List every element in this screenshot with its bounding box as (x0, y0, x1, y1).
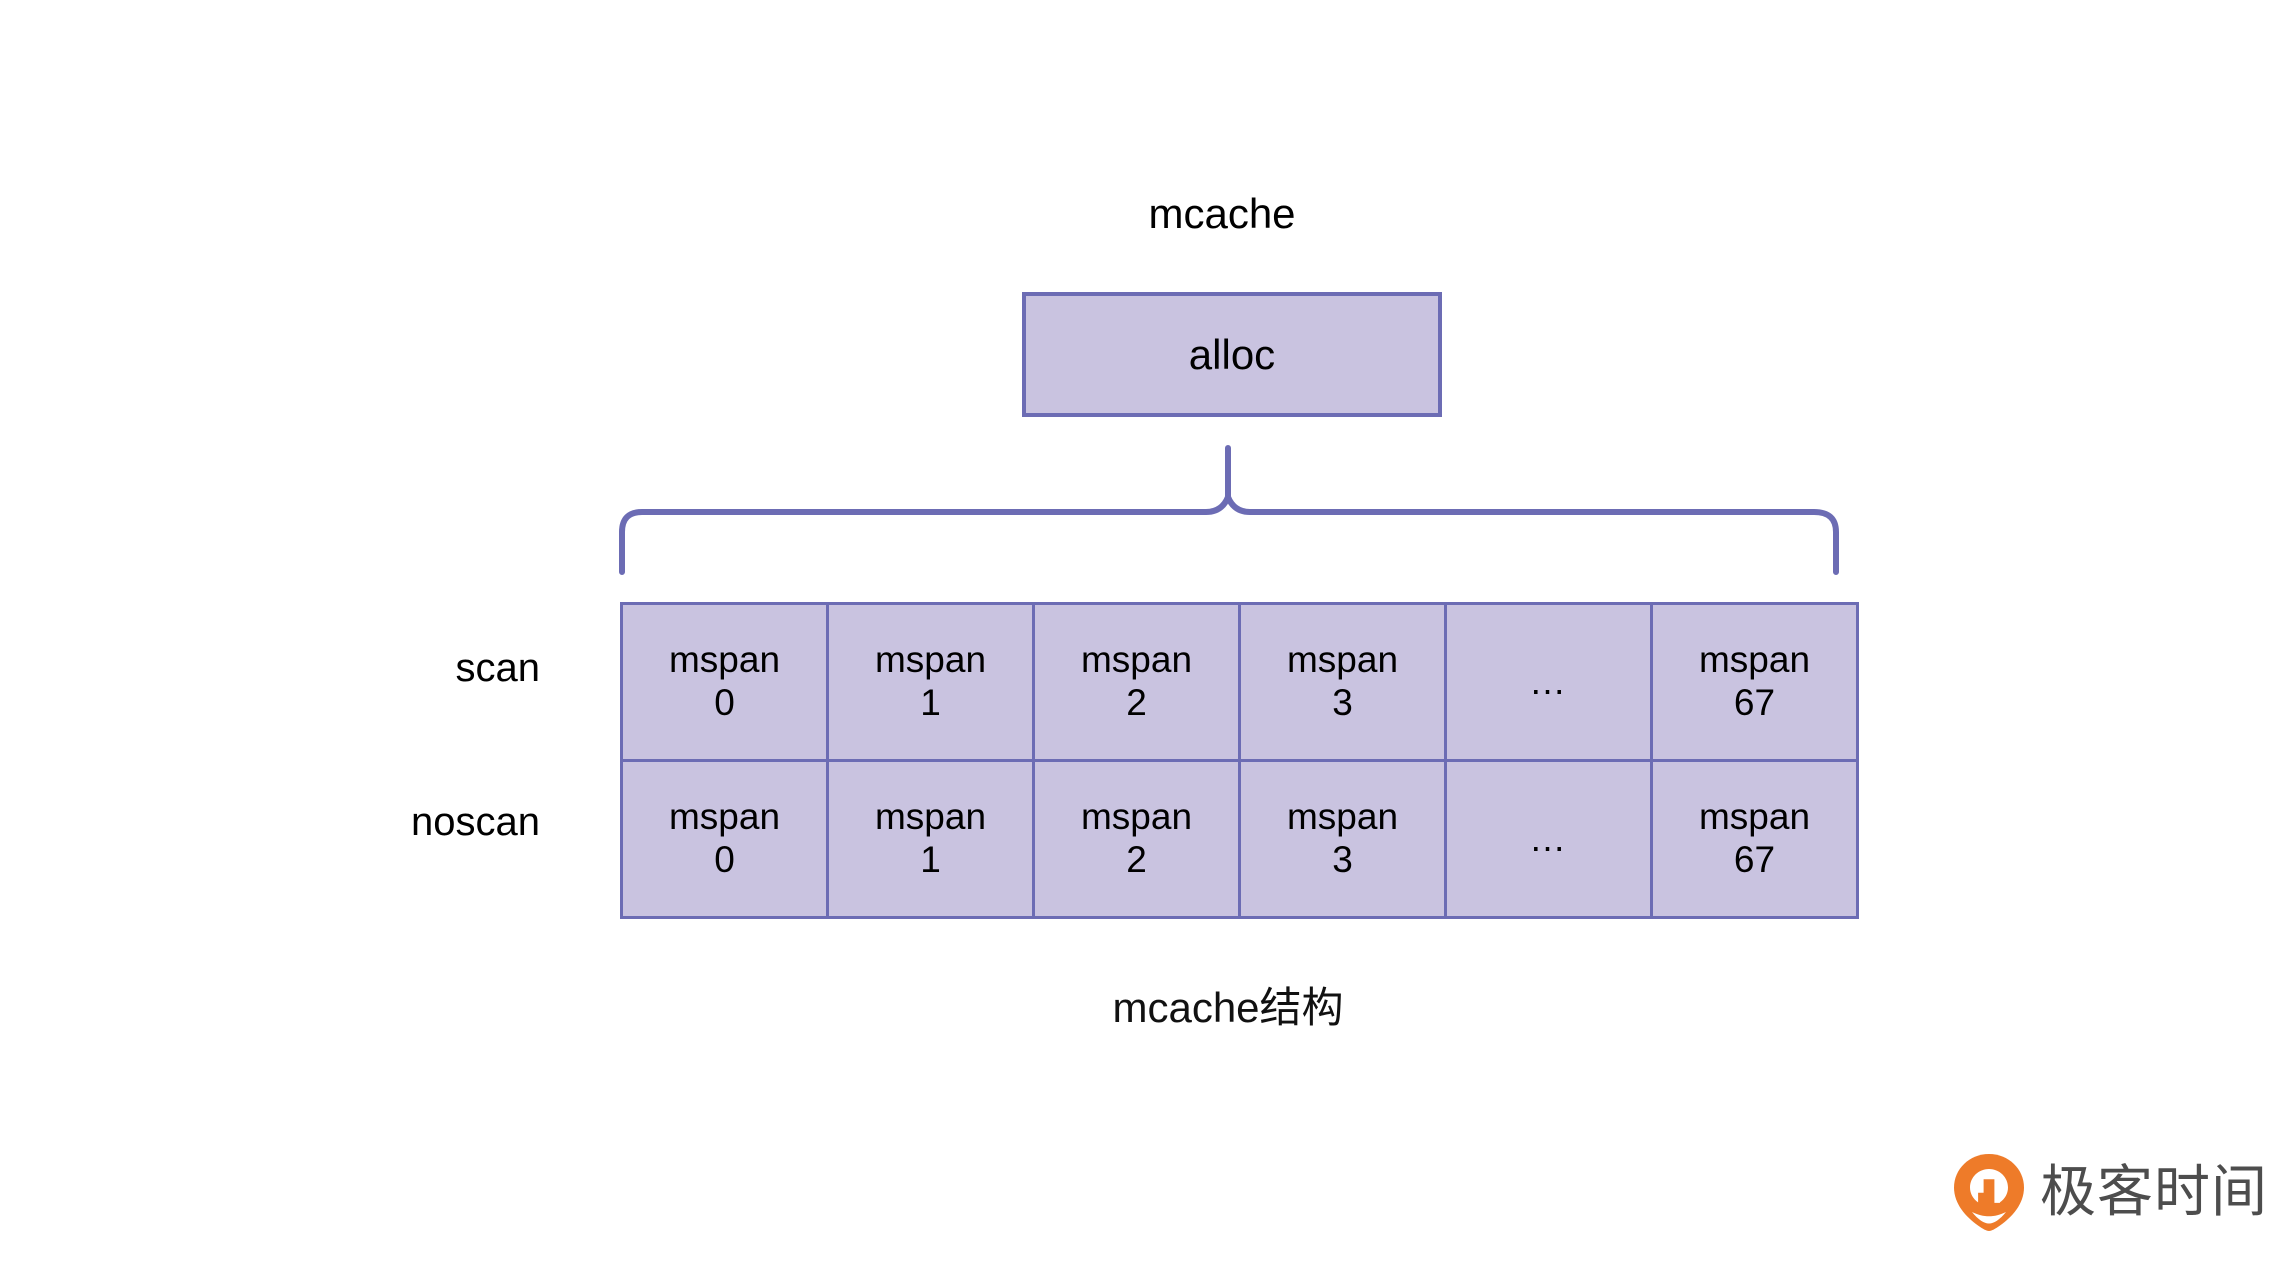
mspan-cell-name: mspan (874, 639, 987, 681)
mspan-cell: mspan 67 (1650, 602, 1859, 762)
mspan-cell-index: 3 (1332, 682, 1353, 723)
mspan-cell-index: 1 (920, 682, 941, 723)
mspan-cell-index: 67 (1733, 839, 1776, 880)
ellipsis-glyph: … (1529, 660, 1568, 702)
mspan-cell: mspan 3 (1238, 759, 1447, 919)
mspan-cell-name: mspan (1080, 639, 1193, 681)
mspan-cell: mspan 2 (1032, 602, 1241, 762)
mspan-cell: mspan 0 (620, 602, 829, 762)
mspan-cell: mspan 1 (826, 759, 1035, 919)
ellipsis-glyph: … (1529, 817, 1568, 859)
mspan-cell: mspan 2 (1032, 759, 1241, 919)
watermark-text: 极客时间 (2040, 1160, 2268, 1223)
row-label-noscan: noscan (411, 800, 540, 844)
mspan-cell-name: mspan (668, 639, 781, 681)
diagram-caption: mcache结构 (1112, 984, 1344, 1031)
mspan-cell-index: 0 (714, 839, 735, 880)
mspan-cell-name: mspan (1080, 796, 1193, 838)
mspan-cell-name: mspan (1698, 639, 1811, 681)
mspan-cell-ellipsis: … (1444, 602, 1653, 762)
mspan-cell-ellipsis: … (1444, 759, 1653, 919)
mspan-cell-name: mspan (1286, 796, 1399, 838)
mspan-cell-index: 67 (1733, 682, 1776, 723)
page-title: mcache (1148, 190, 1296, 237)
table-row-scan: mspan 0 mspan 1 mspan 2 mspan 3 … (620, 602, 1859, 762)
mspan-cell: mspan 67 (1650, 759, 1859, 919)
table-row-noscan: mspan 0 mspan 1 mspan 2 mspan 3 … (620, 759, 1859, 919)
mspan-cell-index: 2 (1126, 839, 1147, 880)
mspan-cell-index: 3 (1332, 839, 1353, 880)
mspan-cell: mspan 3 (1238, 602, 1447, 762)
mspan-cell-index: 0 (714, 682, 735, 723)
mspan-cell-index: 2 (1126, 682, 1147, 723)
mspan-cell: mspan 0 (620, 759, 829, 919)
mspan-cell-index: 1 (920, 839, 941, 880)
watermark: 极客时间 (1952, 1152, 2268, 1232)
mspan-cell: mspan 1 (826, 602, 1035, 762)
mspan-cell-name: mspan (1698, 796, 1811, 838)
mspan-cell-name: mspan (874, 796, 987, 838)
alloc-box: alloc (1022, 292, 1442, 417)
curly-brace-connector (600, 435, 1860, 590)
mspan-array-table: mspan 0 mspan 1 mspan 2 mspan 3 … (620, 602, 1859, 919)
geektime-pin-icon (1952, 1152, 2026, 1232)
alloc-box-label: alloc (1188, 330, 1276, 378)
mspan-cell-name: mspan (1286, 639, 1399, 681)
row-label-scan: scan (455, 646, 541, 690)
mspan-cell-name: mspan (668, 796, 781, 838)
